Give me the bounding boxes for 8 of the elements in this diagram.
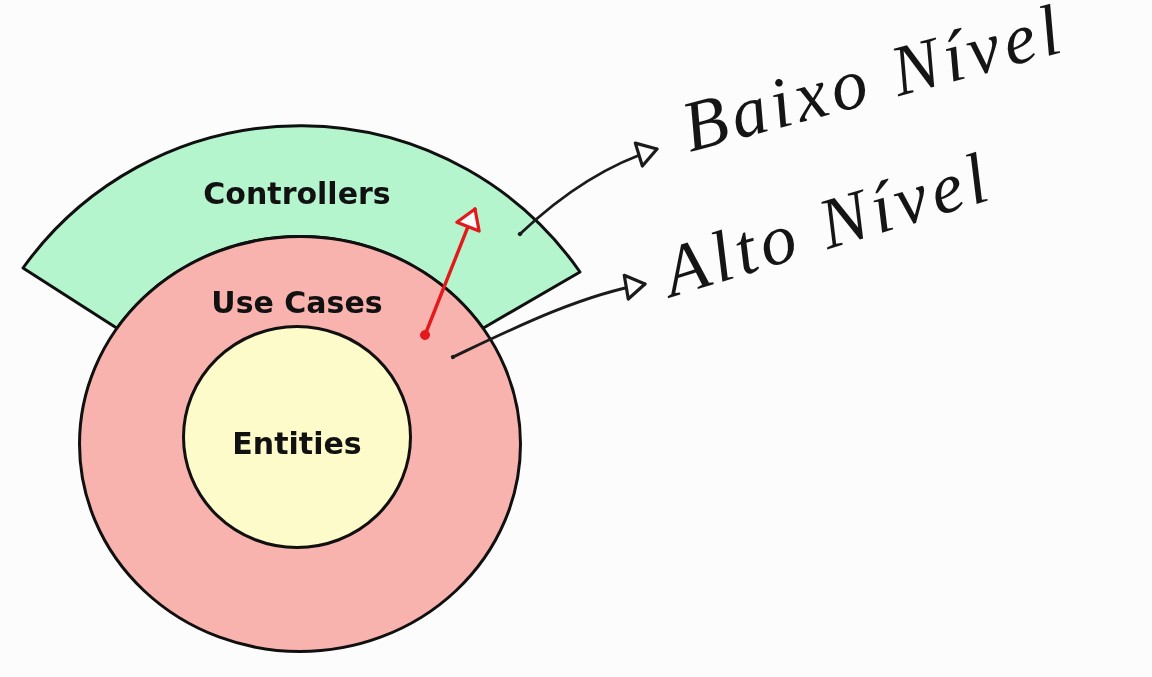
arrow xyxy=(450,274,647,360)
layer-label: Entities xyxy=(232,426,362,460)
layer-label: Use Cases xyxy=(211,285,383,319)
outer-circle xyxy=(78,235,522,653)
layer-label: Controllers xyxy=(203,176,391,210)
arrow xyxy=(517,142,659,237)
inner-circle xyxy=(182,325,412,549)
arrow xyxy=(420,207,481,340)
